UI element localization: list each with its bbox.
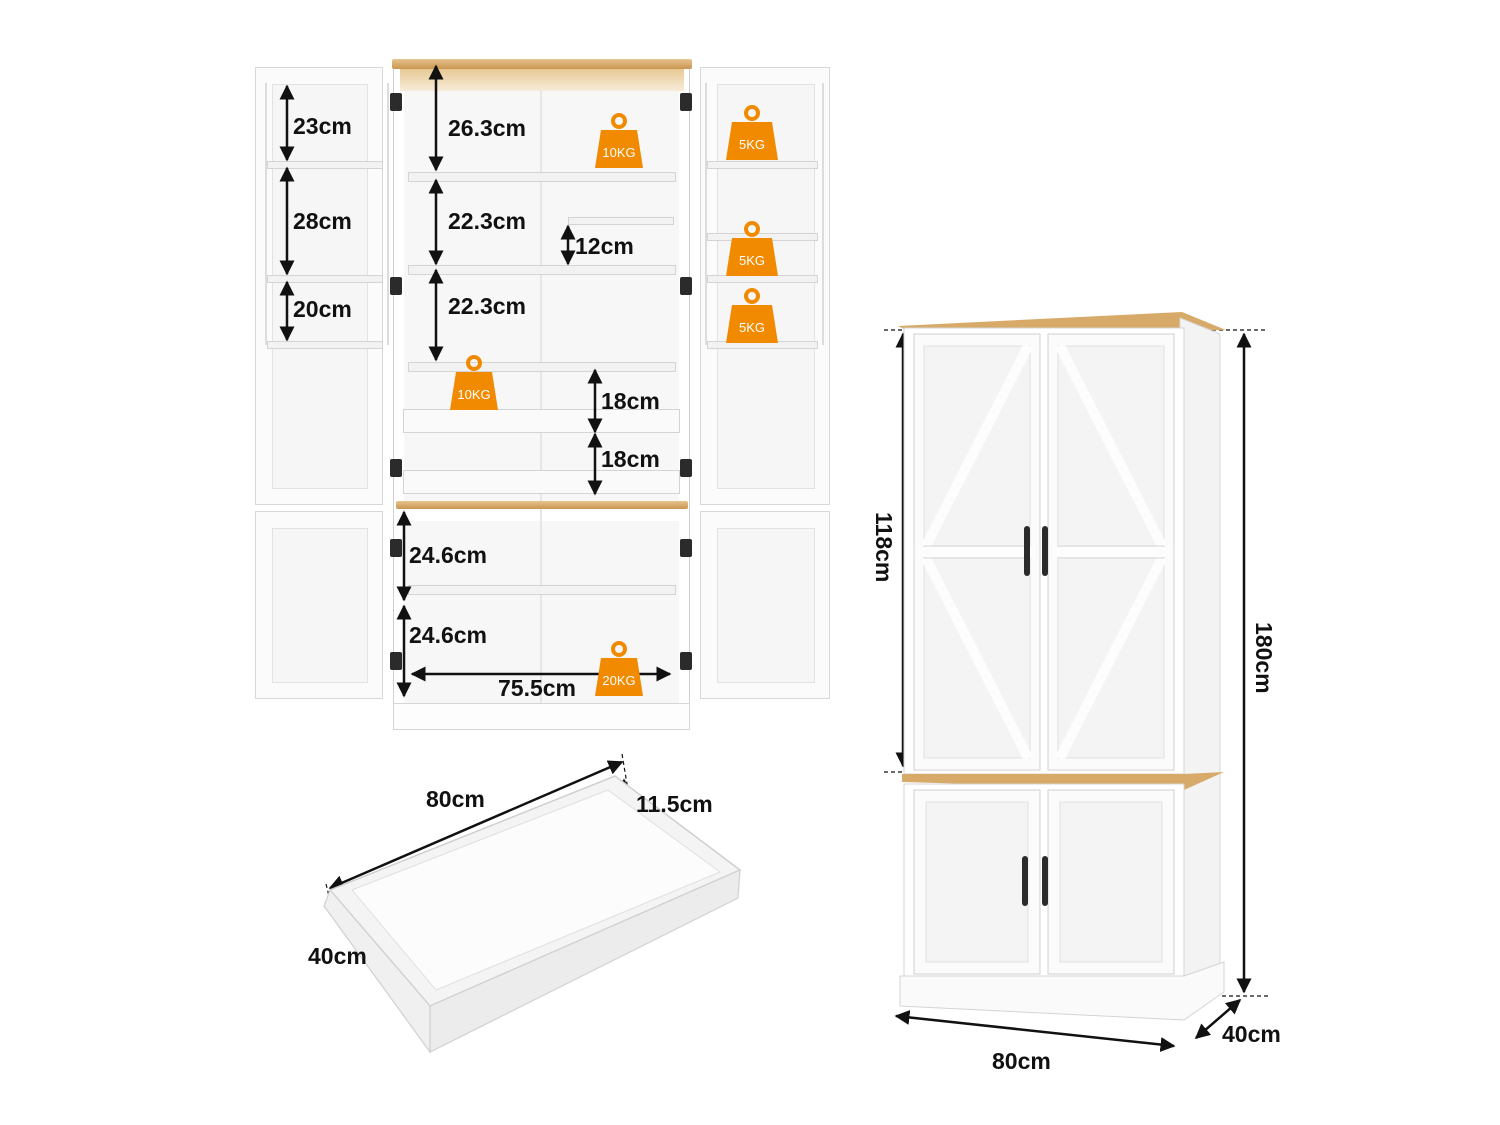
open-cabinet-diagram [250,55,835,735]
svg-text:5KG: 5KG [739,253,765,268]
upper-shelf-1 [408,172,676,182]
upper-height-label: 118cm [871,512,897,583]
upper-shelf-3 [408,362,676,372]
shelf-height-label: 22.3cm [448,293,527,319]
left-door-rack [265,83,389,349]
cabinet-base [393,703,690,730]
drawer-height-label: 11.5cm [636,791,713,817]
drawer-2 [403,470,680,494]
weight-icon: 20KG [595,641,643,696]
lower-shelf-height-label: 24.6cm [409,622,488,648]
cabinet-middle-wood [396,501,688,509]
shelf-height-label: 26.3cm [448,115,527,141]
drawer-1 [403,409,680,433]
svg-text:10KG: 10KG [602,145,635,160]
drawer-width-label: 80cm [426,786,485,812]
weight-icon: 10KG [595,113,643,168]
cabinet-depth-label: 40cm [1222,1021,1281,1047]
cabinet-width-label: 80cm [992,1048,1051,1074]
right-lower-door [700,511,830,699]
svg-text:5KG: 5KG [739,137,765,152]
handle-icon [1022,526,1048,906]
shelf-height-label: 22.3cm [448,208,527,234]
upper-shelf-2 [408,265,676,275]
svg-text:20KG: 20KG [602,673,635,688]
total-height-label: 180cm [1251,622,1277,694]
rack-height-label: 28cm [293,208,352,234]
hinge-icon [680,539,692,557]
drawer-height-label: 18cm [601,388,660,414]
weight-icon: 5KG [726,288,778,343]
cabinet-top-wood [392,59,692,69]
hinge-icon [390,459,402,477]
weight-icon: 10KG [450,355,498,410]
hinge-icon [680,93,692,111]
rack-height-label: 23cm [293,113,352,139]
inner-width-label: 75.5cm [498,675,577,701]
drawer-height-label: 18cm [601,446,660,472]
closed-cabinet [898,312,1226,1021]
drawer-box [323,775,742,1054]
svg-text:5KG: 5KG [739,320,765,335]
drawer-depth-label: 40cm [308,943,367,969]
left-lower-door [255,511,383,699]
rack-height-label: 20cm [293,296,352,322]
small-shelf-height-label: 12cm [575,233,634,259]
hinge-icon [680,277,692,295]
small-shelf [568,217,674,225]
hinge-icon [680,652,692,670]
hinge-icon [390,93,402,111]
weight-icon: 5KG [726,105,778,160]
lower-shelf-height-label: 24.6cm [409,542,488,568]
hinge-icon [680,459,692,477]
hinge-icon [390,277,402,295]
cabinet-top-underside [400,69,684,91]
weight-icon: 5KG [726,221,778,276]
svg-text:10KG: 10KG [457,387,490,402]
